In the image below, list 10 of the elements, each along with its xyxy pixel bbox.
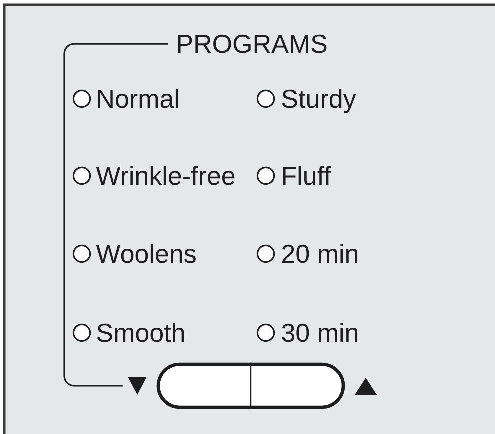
program-label: 20 min: [282, 244, 358, 264]
panel-heading: PROGRAMS: [178, 34, 327, 54]
program-label: Wrinkle-free: [96, 166, 235, 186]
program-label: Normal: [98, 89, 178, 108]
program-label: Sturdy: [282, 89, 356, 114]
bracket-line: [64, 43, 168, 387]
rocker-button: [156, 362, 346, 410]
program-label: Woolens: [96, 244, 196, 264]
program-label: Smooth: [97, 323, 184, 342]
program-label: Fluff: [283, 166, 332, 186]
